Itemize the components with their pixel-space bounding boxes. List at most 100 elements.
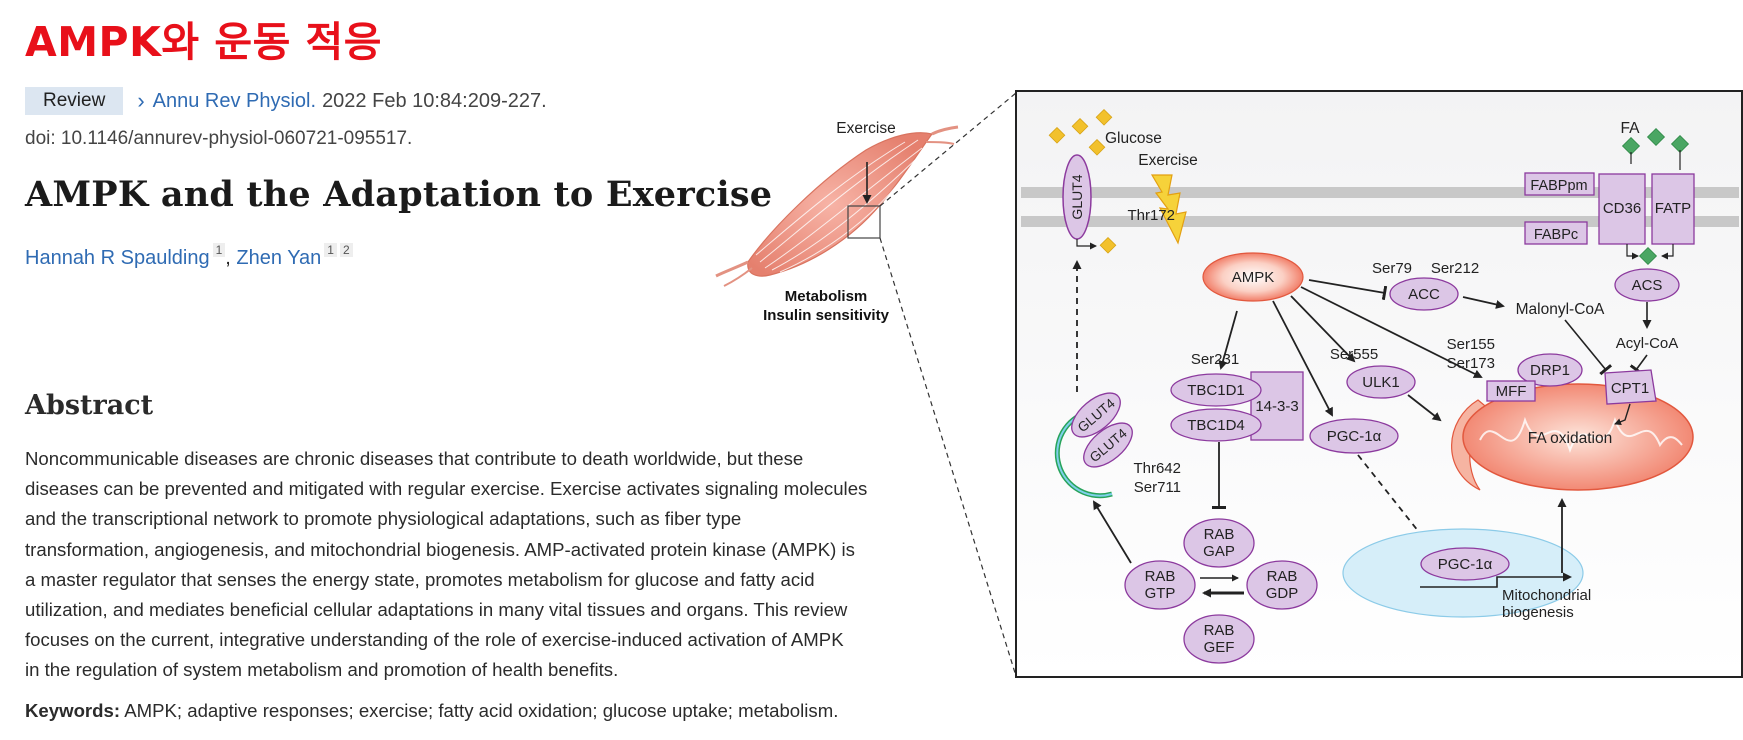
glut4-membrane-label: GLUT4 xyxy=(1069,174,1085,219)
rab-gap-node xyxy=(1183,518,1255,568)
ampk-ulk1-arrow xyxy=(1290,295,1356,363)
fabpc-label: FABPc xyxy=(1534,227,1578,243)
zoom-box xyxy=(847,205,881,239)
glucose-label: Glucose xyxy=(1105,130,1162,147)
fatp-box xyxy=(1651,173,1695,245)
glut4-vesicle xyxy=(1054,392,1133,499)
citation-text: 2022 Feb 10:84:209-227. xyxy=(322,89,547,112)
muscle-exercise-label: Exercise xyxy=(836,120,895,137)
rab-gef-label-2: GEF xyxy=(1204,639,1235,656)
author-link[interactable]: Zhen Yan xyxy=(236,247,322,269)
membrane-outer xyxy=(1021,187,1739,198)
ser231-label: Ser231 xyxy=(1191,351,1239,368)
abstract-line: in the regulation of system metabolism a… xyxy=(25,659,619,681)
paper-title: AMPK and the Adaptation to Exercise xyxy=(25,174,773,215)
muscle-caption-1: Metabolism xyxy=(785,288,868,305)
cd36-label: CD36 xyxy=(1603,200,1641,217)
tbc1d1-label: TBC1D1 xyxy=(1187,382,1245,399)
ser555-label: Ser555 xyxy=(1330,346,1378,363)
tbc1d4-node xyxy=(1170,408,1262,442)
ampk-pgc1a-arrow xyxy=(1272,300,1333,417)
malonyl-cpt1-inhibit xyxy=(1564,319,1613,376)
exercise-label: Exercise xyxy=(1138,152,1197,169)
ulk1-mito-arrow xyxy=(1407,394,1442,422)
muscle-illustration xyxy=(715,125,959,287)
mff-box xyxy=(1486,380,1536,402)
cpt1-entry-arrow xyxy=(1614,403,1631,426)
exercise-lightning-icon xyxy=(1150,174,1187,245)
mito-biogenesis-label-1: Mitochondrial xyxy=(1502,587,1591,604)
drp1-node xyxy=(1517,353,1583,387)
cpt1-label: CPT1 xyxy=(1611,380,1649,397)
ampk-label: AMPK xyxy=(1232,269,1275,286)
keywords-text: AMPK; adaptive responses; exercise; fatt… xyxy=(124,700,839,721)
chevron-right-icon: › xyxy=(137,88,145,113)
fa-oxidation-label: FA oxidation xyxy=(1528,430,1612,447)
abstract-line: diseases can be prevented and mitigated … xyxy=(25,478,868,500)
cd36-box xyxy=(1598,173,1646,245)
ser79-label: Ser79 xyxy=(1372,260,1412,277)
pgc1a-nuclear-label: PGC-1α xyxy=(1438,556,1493,573)
fa-entry-arrow xyxy=(1661,244,1674,260)
rab-gef-label-1: RAB xyxy=(1204,622,1235,639)
mito-cristae xyxy=(1479,416,1683,453)
muscle-caption-2: Insulin sensitivity xyxy=(763,307,890,324)
ser711-label: Ser711 xyxy=(1134,479,1181,496)
abstract-line: focuses on the current, integrative unde… xyxy=(25,629,844,651)
author-separator: , xyxy=(225,247,231,269)
acs-label: ACS xyxy=(1632,277,1663,294)
drp1-label: DRP1 xyxy=(1530,362,1570,379)
ampk-node xyxy=(1202,252,1304,302)
keywords: Keywords: AMPK; adaptive responses; exer… xyxy=(25,700,838,722)
affiliation-marker[interactable]: 1 xyxy=(212,243,226,257)
pgc1a-translocation-arrow xyxy=(1357,454,1432,548)
pgc1a-nuclear-node xyxy=(1420,547,1510,581)
glucose-entry-arrow xyxy=(1076,239,1097,250)
doi-text: doi: 10.1146/annurev-physiol-060721-0955… xyxy=(25,128,413,149)
ulk1-label: ULK1 xyxy=(1362,374,1400,391)
rab-gtp-label-2: GTP xyxy=(1145,585,1176,602)
tbc1d1-node xyxy=(1170,373,1262,407)
transcription-arrow xyxy=(1420,572,1572,588)
keywords-label: Keywords: xyxy=(25,700,121,721)
ulk1-node xyxy=(1346,365,1416,399)
rab-gtp-node xyxy=(1124,560,1196,610)
rab-gap-label-2: GAP xyxy=(1203,543,1235,560)
rab-gap-label-1: RAB xyxy=(1204,526,1235,543)
zoom-line-bottom xyxy=(879,237,1017,677)
fabppm-box xyxy=(1524,172,1595,196)
abstract-line: utilization, and mediates beneficial cel… xyxy=(25,599,848,621)
mito-biogenesis-label-2: biogenesis xyxy=(1502,604,1574,621)
rab-gdp-label-2: GDP xyxy=(1266,585,1299,602)
journal-link[interactable]: Annu Rev Physiol. xyxy=(152,89,317,112)
ampk-acc-inhibit xyxy=(1308,279,1388,301)
abstract-line: Noncommunicable diseases are chronic dis… xyxy=(25,448,804,469)
acc-malonyl-arrow xyxy=(1462,296,1505,309)
review-badge: Review xyxy=(25,87,124,115)
acyl-cpt1-line xyxy=(1629,354,1648,375)
abstract-line: a master regulator that senses the energ… xyxy=(25,568,815,590)
p1433-label: 14-3-3 xyxy=(1255,398,1298,415)
author-link[interactable]: Hannah R Spaulding xyxy=(25,247,210,269)
tbc1d4-label: TBC1D4 xyxy=(1187,417,1245,434)
glucose-icon xyxy=(1048,108,1117,254)
thr172-label: Thr172 xyxy=(1127,207,1175,224)
abstract-line: and the transcriptional network to promo… xyxy=(25,508,742,530)
fa-icon xyxy=(1621,127,1690,266)
affiliation-marker[interactable]: 1 xyxy=(324,243,337,257)
rab-gtp-label-1: RAB xyxy=(1145,568,1176,585)
malonyl-coa-label: Malonyl-CoA xyxy=(1516,301,1605,318)
mff-label: MFF xyxy=(1496,383,1527,400)
fabpc-box xyxy=(1524,221,1588,245)
fa-entry-arrow xyxy=(1626,244,1639,260)
acc-node xyxy=(1389,277,1459,311)
fa-label: FA xyxy=(1621,120,1641,137)
citation-row: Review › Annu Rev Physiol. 2022 Feb 10:8… xyxy=(25,87,547,115)
ampk-tbc1d1-arrow xyxy=(1218,310,1238,370)
ser155-label: Ser155 xyxy=(1447,336,1495,353)
rab-gef-node xyxy=(1183,614,1255,664)
affiliation-marker[interactable]: 2 xyxy=(339,243,353,257)
abstract-heading: Abstract xyxy=(25,390,154,421)
